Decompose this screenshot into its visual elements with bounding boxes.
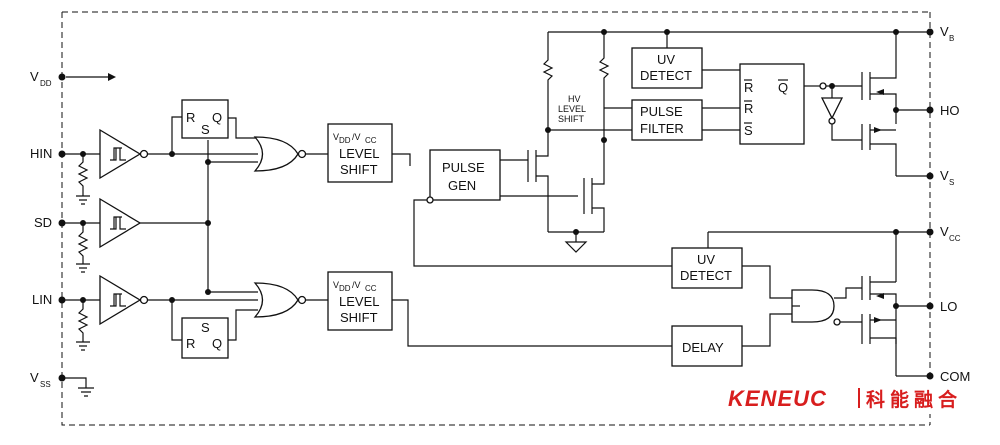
svg-text:/V: /V — [352, 132, 361, 142]
svg-text:科能融合: 科能融合 — [866, 388, 962, 411]
svg-text:/V: /V — [352, 280, 361, 290]
svg-text:S: S — [201, 320, 210, 335]
svg-text:GEN: GEN — [448, 178, 476, 193]
chip-boundary — [61, 11, 931, 426]
svg-text:R: R — [186, 110, 195, 125]
svg-text:DD: DD — [339, 284, 351, 293]
nor-gate-top — [253, 136, 328, 172]
low-side-output — [861, 276, 899, 376]
pin-hin: HIN — [30, 146, 66, 161]
svg-text:LEVEL: LEVEL — [339, 294, 379, 309]
svg-text:CC: CC — [365, 284, 377, 293]
svg-text:DELAY: DELAY — [682, 340, 724, 355]
uv-detect-bottom: UV DETECT — [671, 247, 743, 289]
svg-text:S: S — [949, 178, 954, 187]
pin-sd: SD — [34, 215, 66, 230]
pin-lin: LIN — [32, 292, 66, 307]
svg-text:V: V — [30, 69, 39, 84]
pin-vss: V SS — [30, 370, 94, 397]
svg-text:Q: Q — [212, 336, 222, 351]
svg-text:FILTER: FILTER — [640, 121, 684, 136]
rs-flipflop-bottom: S R Q — [181, 317, 229, 359]
input-stage-sd — [62, 197, 142, 273]
nand-gate-low — [791, 289, 841, 326]
svg-text:HO: HO — [940, 103, 960, 118]
pin-vdd: V DD — [30, 69, 116, 88]
svg-text:CC: CC — [365, 136, 377, 145]
svg-text:PULSE: PULSE — [640, 104, 683, 119]
svg-text:R: R — [186, 336, 195, 351]
svg-text:SHIFT: SHIFT — [340, 162, 378, 177]
pulse-filter: PULSE FILTER — [631, 99, 703, 141]
uv-detect-top: UV DETECT — [631, 47, 703, 89]
brand-logo: KENEUC 科能融合 — [725, 382, 995, 414]
svg-text:LIN: LIN — [32, 292, 52, 307]
svg-text:DD: DD — [339, 136, 351, 145]
pulse-gen-block: PULSE GEN — [426, 149, 501, 204]
pin-ho: HO — [940, 103, 960, 118]
input-stage-lin — [62, 274, 149, 351]
svg-text:LEVEL: LEVEL — [339, 146, 379, 161]
pin-lo: LO — [940, 299, 957, 314]
level-shift-top: V DD /V CC LEVEL SHIFT — [327, 123, 393, 183]
svg-text:HV: HV — [568, 94, 581, 104]
svg-text:KENEUC: KENEUC — [728, 386, 827, 411]
svg-text:V: V — [940, 24, 949, 39]
svg-text:S: S — [201, 122, 210, 137]
high-side-output — [861, 29, 899, 176]
level-shift-bottom: V DD /V CC LEVEL SHIFT — [327, 271, 393, 331]
lin-wire — [148, 299, 258, 341]
svg-text:HIN: HIN — [30, 146, 52, 161]
svg-text:UV: UV — [697, 252, 715, 267]
svg-text:SS: SS — [40, 380, 51, 389]
sd-bus — [140, 140, 209, 290]
svg-text:Q: Q — [778, 80, 788, 95]
svg-text:LEVEL: LEVEL — [558, 104, 586, 114]
hin-wire — [148, 116, 258, 155]
hv-level-shift: HV LEVEL SHIFT — [527, 29, 610, 253]
pin-com: COM — [940, 369, 970, 384]
input-stage-hin — [62, 128, 149, 205]
delay-block: DELAY — [671, 325, 743, 367]
svg-text:DD: DD — [40, 79, 52, 88]
pin-vcc: V CC — [940, 224, 961, 243]
svg-text:V: V — [940, 224, 949, 239]
svg-text:Q: Q — [212, 110, 222, 125]
svg-text:V: V — [333, 132, 339, 142]
svg-text:SHIFT: SHIFT — [558, 114, 585, 124]
svg-text:SHIFT: SHIFT — [340, 310, 378, 325]
svg-text:DETECT: DETECT — [640, 68, 692, 83]
svg-text:V: V — [30, 370, 39, 385]
svg-text:R: R — [744, 101, 753, 116]
inverter-high — [820, 97, 844, 120]
svg-text:UV: UV — [657, 52, 675, 67]
rs-flipflop-top: R S Q — [181, 99, 229, 139]
nor-gate-bottom — [253, 282, 328, 318]
pin-vs: V S — [940, 168, 954, 187]
svg-text:S: S — [744, 123, 753, 138]
svg-text:V: V — [940, 168, 949, 183]
rs-latch: R R S Q — [739, 63, 805, 145]
svg-text:V: V — [333, 280, 339, 290]
svg-text:B: B — [949, 34, 954, 43]
svg-text:PULSE: PULSE — [442, 160, 485, 175]
svg-text:R: R — [744, 80, 753, 95]
svg-text:SD: SD — [34, 215, 52, 230]
svg-text:LO: LO — [940, 299, 957, 314]
svg-text:DETECT: DETECT — [680, 268, 732, 283]
svg-text:COM: COM — [940, 369, 970, 384]
svg-text:CC: CC — [949, 234, 961, 243]
pin-vb: V B — [940, 24, 954, 43]
